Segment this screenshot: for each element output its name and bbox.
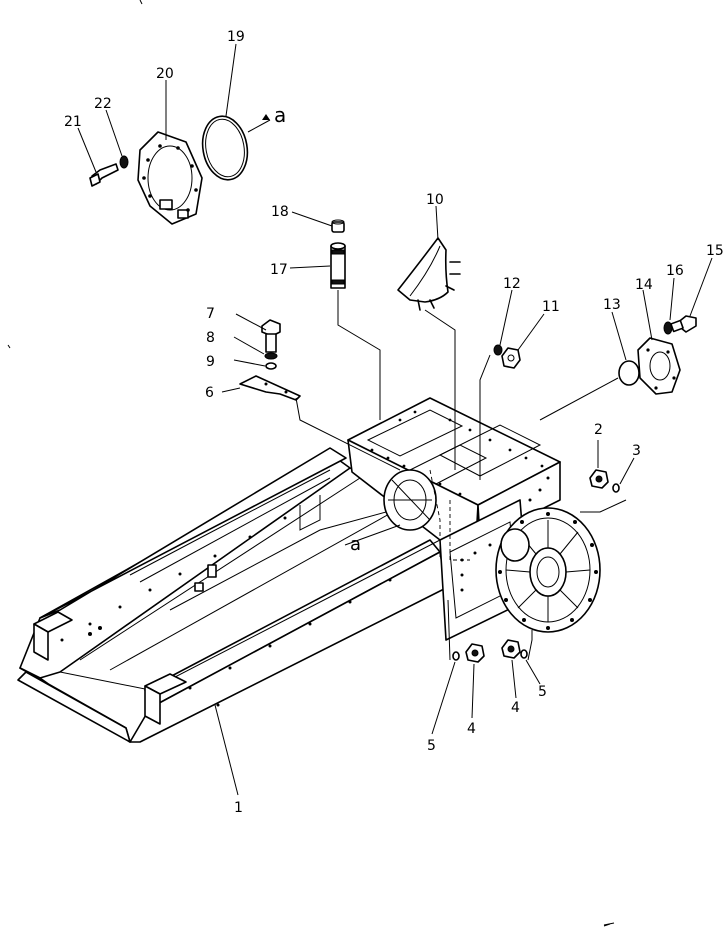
callout-13: 13 xyxy=(603,297,621,313)
callout-7: 7 xyxy=(206,306,215,322)
plug-18 xyxy=(331,219,345,233)
callout-19: 19 xyxy=(227,29,245,45)
o-ring-19 xyxy=(201,115,249,181)
callout-16: 16 xyxy=(666,263,684,279)
callout-8: 8 xyxy=(206,330,215,346)
registration-marks xyxy=(7,0,611,927)
rear-housing xyxy=(347,397,561,541)
bolt-21 xyxy=(89,163,119,187)
callout-6: 6 xyxy=(205,385,214,401)
callout-20: 20 xyxy=(156,66,174,82)
nut-4-left xyxy=(465,643,485,663)
callout-4-right: 4 xyxy=(511,700,520,716)
callout-4-left: 4 xyxy=(467,721,476,737)
leader-lines xyxy=(77,43,713,926)
nut-4-right xyxy=(501,639,521,659)
pin-3 xyxy=(612,483,620,493)
callout-21: 21 xyxy=(64,114,82,130)
washer-12 xyxy=(493,344,503,356)
washer-22 xyxy=(119,155,129,169)
pin-5-right xyxy=(520,649,528,659)
callout-9: 9 xyxy=(206,354,215,370)
callout-15: 15 xyxy=(706,243,724,259)
o-ring-13 xyxy=(618,360,640,386)
guard-10 xyxy=(397,237,461,311)
reference-a-top: a xyxy=(274,103,286,127)
washer-8 xyxy=(264,352,278,360)
callout-10: 10 xyxy=(426,192,444,208)
reference-a-frame: a xyxy=(350,534,361,555)
bolt-15 xyxy=(670,315,697,333)
washer-9 xyxy=(265,362,277,370)
callout-12: 12 xyxy=(503,276,521,292)
callout-5-left: 5 xyxy=(427,738,436,754)
pipe-17 xyxy=(330,242,346,289)
nut-11 xyxy=(501,347,521,369)
pin-5-left xyxy=(452,651,460,661)
cover-14 xyxy=(637,337,681,395)
final-drive-case xyxy=(439,499,601,641)
bolt-7 xyxy=(261,319,281,353)
callout-2: 2 xyxy=(594,422,603,438)
callout-3: 3 xyxy=(632,443,641,459)
callout-5-right: 5 xyxy=(538,684,547,700)
cover-plate-20 xyxy=(137,131,203,225)
callout-11: 11 xyxy=(542,299,560,315)
callout-1: 1 xyxy=(234,800,243,816)
callout-14: 14 xyxy=(635,277,653,293)
nut-2 xyxy=(589,469,609,489)
plate-6 xyxy=(239,375,301,401)
callout-17: 17 xyxy=(270,262,288,278)
callout-18: 18 xyxy=(271,204,289,220)
callout-22: 22 xyxy=(94,96,112,112)
